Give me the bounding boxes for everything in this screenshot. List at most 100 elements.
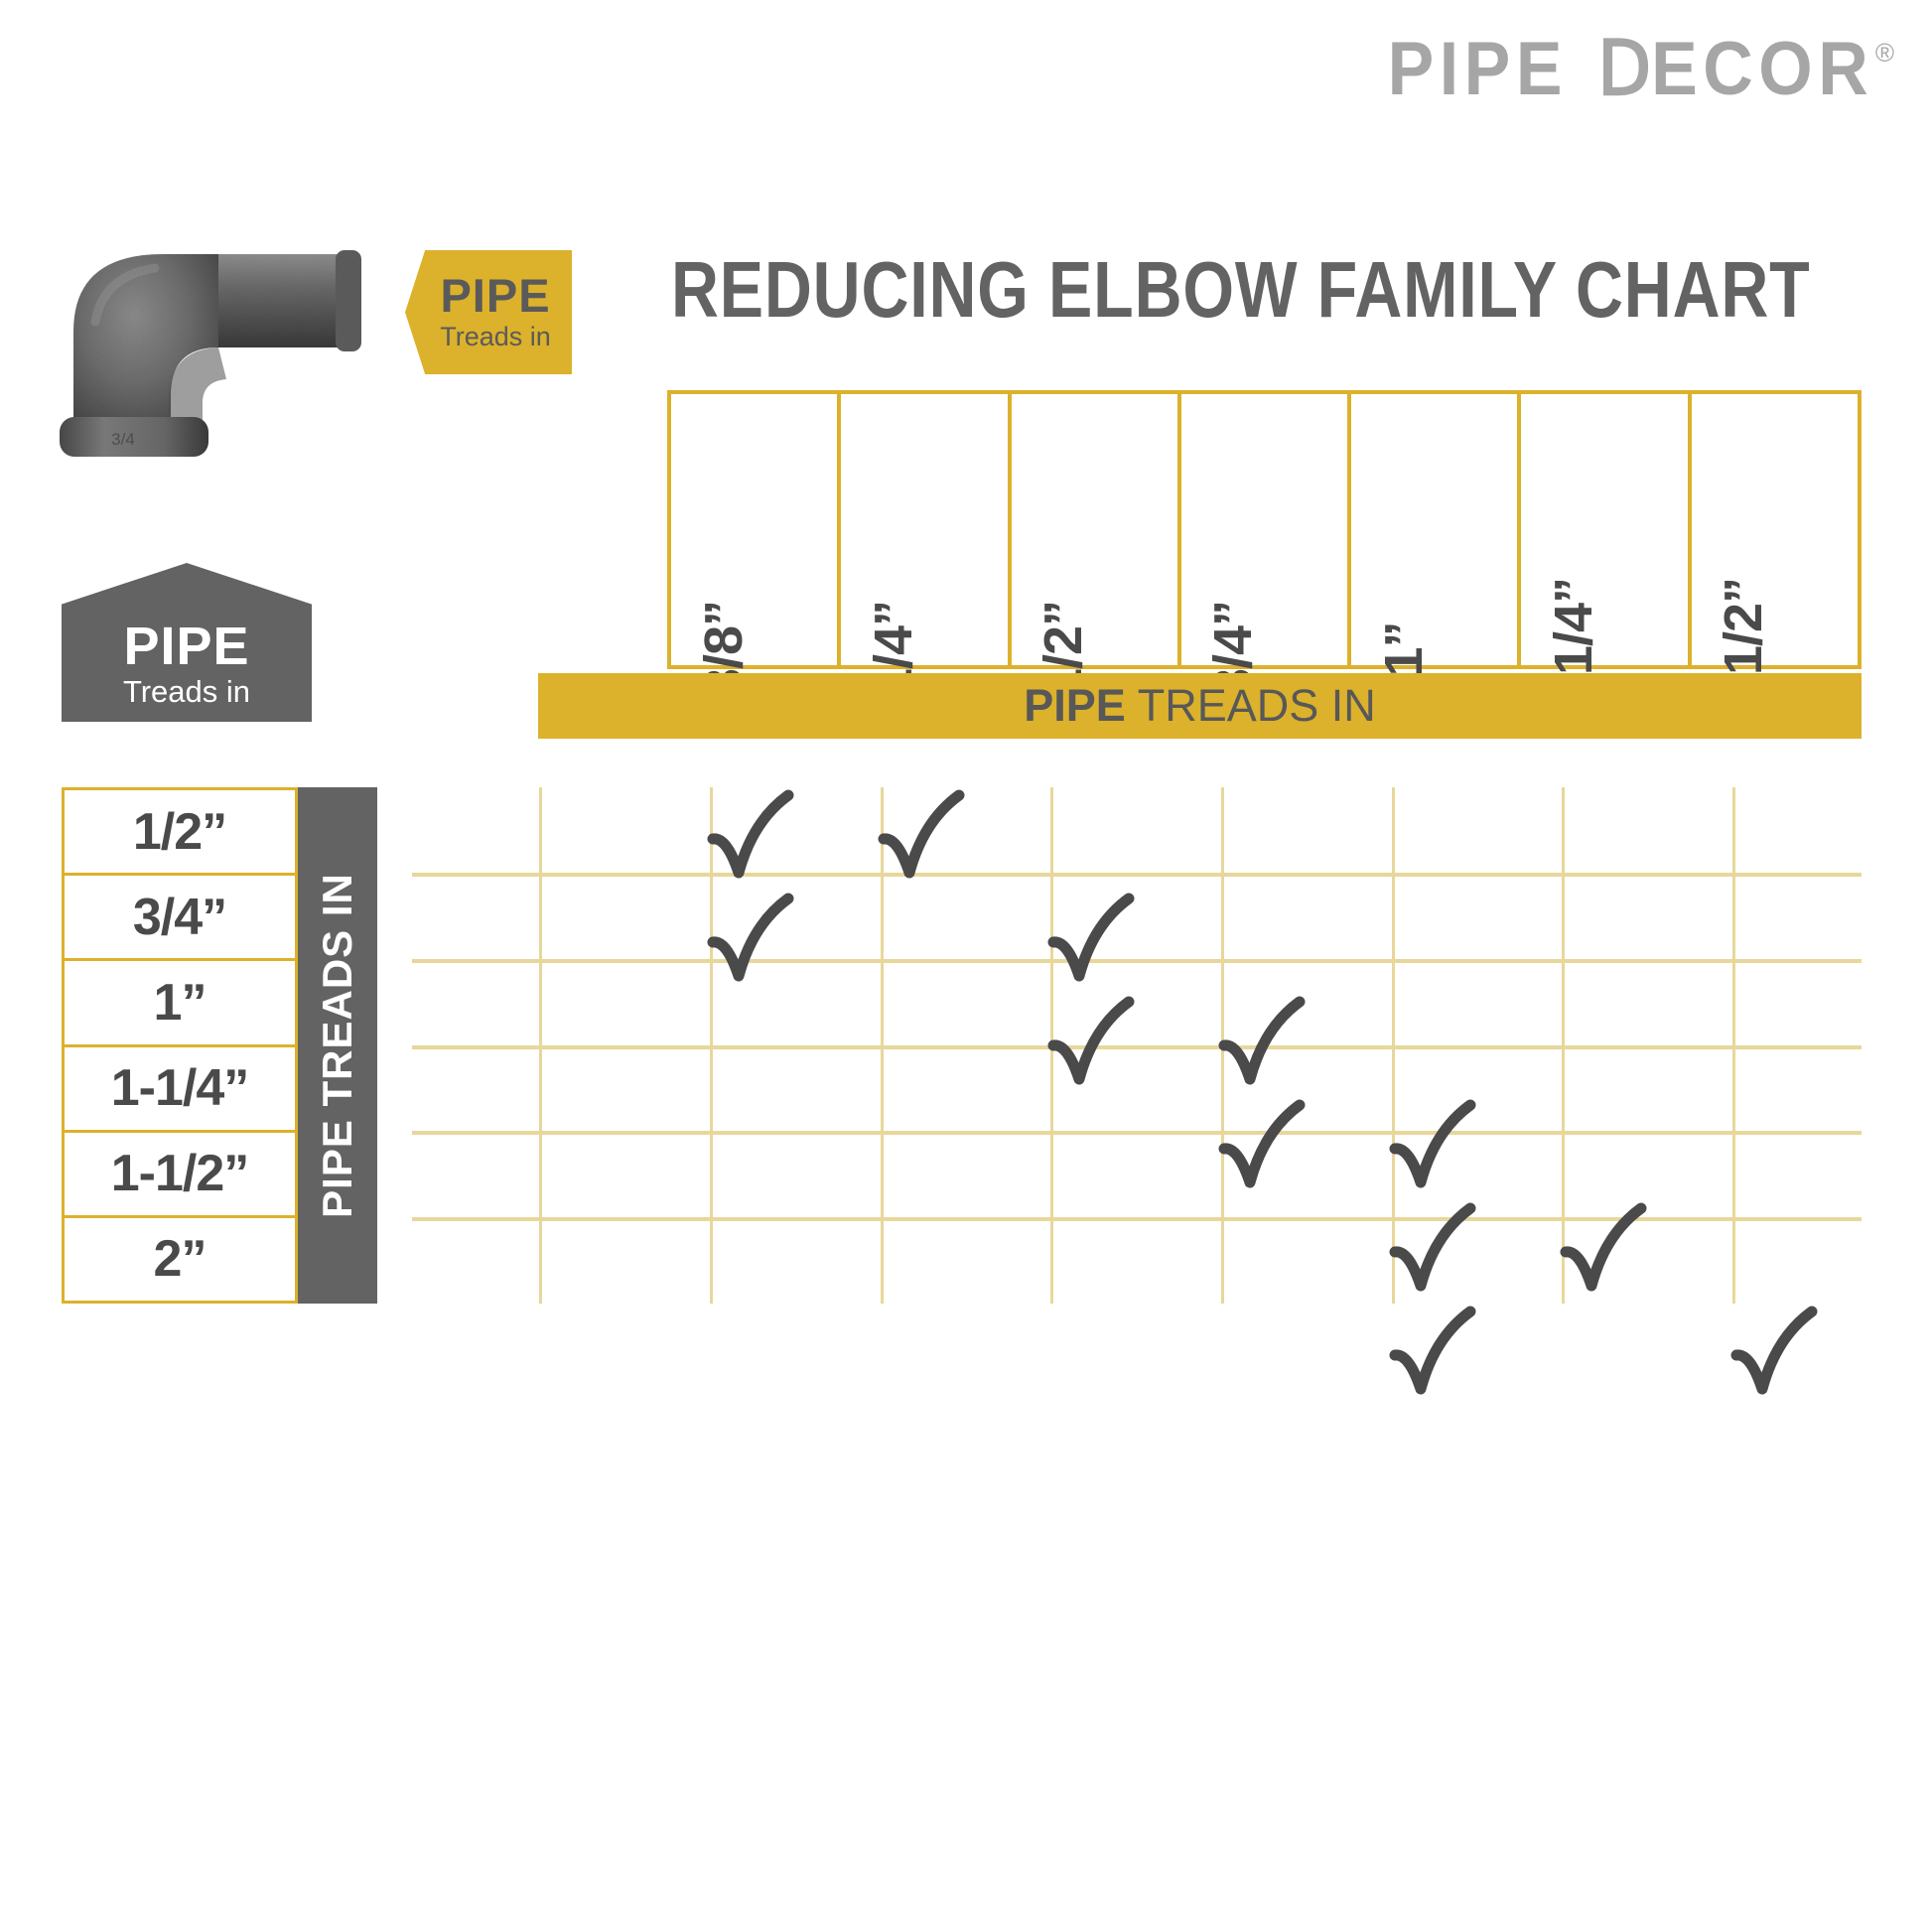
matrix-cell-checked bbox=[1009, 891, 1179, 994]
matrix-cell-checked bbox=[1178, 994, 1349, 1097]
matrix-cell-checked bbox=[1009, 994, 1179, 1097]
matrix-cell-checked bbox=[1691, 1304, 1862, 1407]
row-header-label: 1-1/4” bbox=[110, 1059, 250, 1118]
matrix-cell-empty bbox=[1520, 891, 1691, 994]
matrix-cell-empty bbox=[1009, 1200, 1179, 1304]
matrix-cell-empty bbox=[1178, 891, 1349, 994]
matrix-cell-empty bbox=[1349, 994, 1520, 1097]
check-icon bbox=[1387, 1304, 1482, 1407]
brand-logo: PIPE ꓷECOR ® bbox=[1345, 27, 1894, 111]
brand-wordmark: PIPE ꓷECOR bbox=[1387, 27, 1873, 111]
check-icon bbox=[1387, 1097, 1482, 1200]
brand-word-decor-mirrored-d: ꓷ bbox=[1591, 27, 1651, 111]
matrix-cell-checked bbox=[838, 787, 1009, 891]
matrix-cell-empty bbox=[1178, 1200, 1349, 1304]
matrix-cell-empty bbox=[1520, 1097, 1691, 1200]
check-icon bbox=[705, 891, 800, 994]
row-header-cell: 1-1/4” bbox=[65, 1047, 295, 1133]
matrix-cells bbox=[412, 787, 1862, 1395]
grid-line-horizontal bbox=[412, 1131, 1862, 1135]
matrix-cell-empty bbox=[838, 891, 1009, 994]
column-header-table: 3/8” 1/4” 1/2” 3/4” 1” 1-1/4” 1-1/2” bbox=[667, 390, 1862, 721]
badge-pipe-treads-in-gray: PIPE Treads in bbox=[62, 563, 312, 722]
badge-gray-title: PIPE bbox=[123, 617, 250, 677]
matrix-cell-empty bbox=[838, 994, 1009, 1097]
check-icon bbox=[1558, 1200, 1653, 1304]
registered-trademark-icon: ® bbox=[1874, 38, 1894, 68]
check-icon bbox=[1216, 1097, 1311, 1200]
compatibility-matrix-grid bbox=[412, 787, 1862, 1395]
matrix-cell-empty bbox=[1691, 1200, 1862, 1304]
row-header-cells: 1/2” 3/4” 1” 1-1/4” 1-1/2” 2” bbox=[62, 787, 298, 1304]
column-header-cell: 1-1/4” bbox=[1521, 394, 1692, 721]
column-header-cell: 3/8” bbox=[671, 394, 842, 698]
column-header-cell: 1/2” bbox=[1012, 394, 1181, 698]
badge-yellow-subtitle: Treads in bbox=[440, 321, 551, 351]
column-header-cell: 3/4” bbox=[1181, 394, 1352, 698]
row-header-label: 3/4” bbox=[132, 888, 227, 946]
brand-word-pipe: PIPE bbox=[1387, 27, 1568, 111]
matrix-cell-empty bbox=[1349, 787, 1520, 891]
product-photo-reducing-elbow: 3/4 bbox=[52, 236, 369, 467]
matrix-cell-empty bbox=[1520, 994, 1691, 1097]
row-header-label: 2” bbox=[153, 1230, 207, 1289]
matrix-cell-checked bbox=[1349, 1200, 1520, 1304]
column-header-label: 1” bbox=[1373, 621, 1434, 677]
matrix-cell-checked bbox=[667, 787, 838, 891]
row-header-label: 1/2” bbox=[132, 802, 227, 861]
brand-word-decor-rest: ECOR bbox=[1650, 27, 1873, 111]
row-header-label: 1” bbox=[153, 973, 207, 1032]
matrix-cell-empty bbox=[1178, 787, 1349, 891]
column-axis-label-bold: PIPE bbox=[1024, 680, 1126, 731]
matrix-cell-empty bbox=[1349, 891, 1520, 994]
matrix-cell-empty bbox=[838, 1200, 1009, 1304]
matrix-cell-empty bbox=[667, 1097, 838, 1200]
grid-line-horizontal bbox=[412, 1045, 1862, 1049]
row-header-cell: 1/2” bbox=[65, 790, 295, 877]
row-header-cell: 1” bbox=[65, 961, 295, 1047]
matrix-cell-empty bbox=[1691, 787, 1862, 891]
badge-yellow-title: PIPE bbox=[440, 268, 551, 322]
matrix-cell-empty bbox=[1691, 994, 1862, 1097]
row-header-cell: 2” bbox=[65, 1218, 295, 1301]
row-axis-label-bar: PIPE TREADS IN bbox=[298, 787, 377, 1304]
matrix-cell-empty bbox=[667, 994, 838, 1097]
matrix-cell-checked bbox=[667, 891, 838, 994]
column-axis-label-light: TREADS IN bbox=[1137, 680, 1376, 731]
matrix-cell-empty bbox=[1009, 787, 1179, 891]
matrix-cell-checked bbox=[1349, 1304, 1520, 1407]
matrix-cell-empty bbox=[838, 1304, 1009, 1407]
column-header-cell: 1/4” bbox=[841, 394, 1012, 698]
grid-line-horizontal bbox=[412, 959, 1862, 963]
matrix-cell-empty bbox=[667, 1304, 838, 1407]
check-icon bbox=[1045, 891, 1141, 994]
page-title: REDUCING ELBOW FAMILY CHART bbox=[671, 245, 1811, 334]
matrix-cell-empty bbox=[1178, 1304, 1349, 1407]
matrix-cell-empty bbox=[838, 1097, 1009, 1200]
row-header-cell: 3/4” bbox=[65, 876, 295, 962]
matrix-cell-checked bbox=[1178, 1097, 1349, 1200]
check-icon bbox=[1045, 994, 1141, 1097]
row-header-cell: 1-1/2” bbox=[65, 1133, 295, 1218]
svg-text:3/4: 3/4 bbox=[111, 430, 135, 449]
grid-line-horizontal bbox=[412, 873, 1862, 877]
badge-gray-subtitle: Treads in bbox=[122, 674, 251, 710]
badge-pipe-treads-in-yellow: PIPE Treads in bbox=[405, 250, 572, 374]
matrix-cell-empty bbox=[1009, 1097, 1179, 1200]
check-icon bbox=[705, 787, 800, 891]
matrix-cell-empty bbox=[1009, 1304, 1179, 1407]
row-axis-label: PIPE TREADS IN bbox=[314, 873, 360, 1218]
matrix-cell-empty bbox=[1691, 891, 1862, 994]
matrix-cell-empty bbox=[667, 1200, 838, 1304]
check-icon bbox=[876, 787, 971, 891]
matrix-cell-empty bbox=[1520, 1304, 1691, 1407]
check-icon bbox=[1728, 1304, 1824, 1407]
matrix-cell-empty bbox=[1691, 1097, 1862, 1200]
column-axis-label-bar: PIPE TREADS IN bbox=[538, 673, 1862, 739]
check-icon bbox=[1387, 1200, 1482, 1304]
column-header-cell: 1-1/2” bbox=[1692, 394, 1858, 721]
check-icon bbox=[1216, 994, 1311, 1097]
matrix-cell-checked bbox=[1349, 1097, 1520, 1200]
matrix-cell-empty bbox=[1520, 787, 1691, 891]
column-header-cell: 1” bbox=[1351, 394, 1522, 677]
